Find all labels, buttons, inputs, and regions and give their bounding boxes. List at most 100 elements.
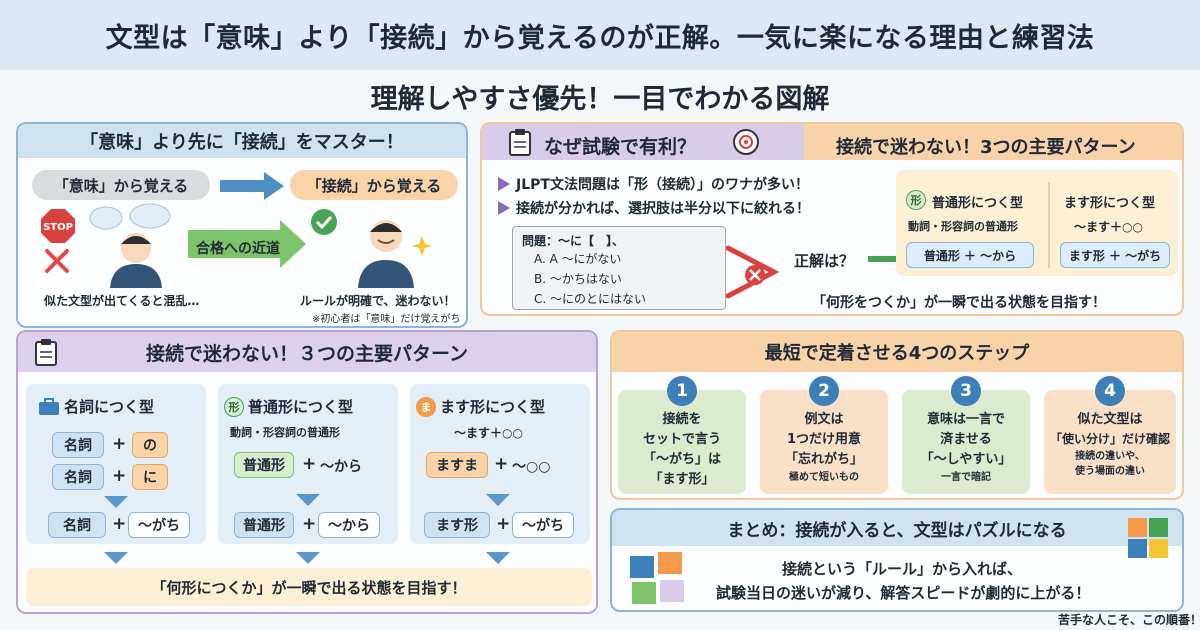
gachi-box: 〜がち [128, 512, 190, 538]
step-line: 極めて短いもの [789, 472, 859, 484]
plus-sign: + [112, 514, 127, 534]
bullet-arrow-icon [498, 200, 510, 219]
plain-pattern-sub: 動詞・形容詞の普通形 [230, 426, 340, 439]
beginner-note: ※初心者は「意味」だけ覚えがち [312, 314, 461, 325]
step-number: 2 [809, 376, 839, 406]
option-b: B. 〜かちはない [534, 272, 622, 286]
panel-summary: まとめ：接続が入ると、文型はパズルになる 接続という「ルール」から入れば、 試験… [610, 508, 1184, 612]
masu-result-box: ます形 [424, 512, 490, 538]
noun-pattern-title: 名詞につく型 [64, 398, 155, 416]
step-line: 例文は [804, 412, 844, 427]
plus-sign: + [112, 466, 127, 486]
panel-four-steps: 最短で定着させる4つのステップ 1 接続を セットで言う 「〜がち」は 「ます形… [610, 330, 1184, 500]
panel-connection-first: 「意味」より先に「接続」をマスター！ 「意味」から覚える 「接続」から覚える S… [16, 122, 468, 328]
patterns-heading: 接続で迷わない！3つの主要パターン [836, 137, 1136, 158]
noun-pattern-header: 名詞につく型 [38, 396, 154, 417]
form-badge-icon: 形 [224, 396, 244, 417]
step-card-1: 1 接続を セットで言う 「〜がち」は 「ます形」 [618, 376, 746, 494]
page-title: 文型は「意味」より「接続」から覚えるのが正解。一気に楽になる理由と練習法 [0, 0, 1200, 70]
step-line: 「〜しやすい」 [920, 452, 1012, 468]
summary-heading: まとめ：接続が入ると、文型はパズルになる [612, 510, 1182, 546]
plain-form-box: 普通形 [234, 452, 294, 478]
check-mark-icon [310, 208, 338, 240]
step-line: セットで言う [642, 432, 721, 448]
step-line: 使う場面の違い [1075, 466, 1145, 478]
noun-box: 名詞 [52, 464, 104, 490]
question-card [512, 226, 726, 310]
plus-sign: + [496, 514, 511, 534]
summary-line-1: 接続という「ルール」から入れば、 [782, 560, 1023, 578]
down-arrow-icon [104, 552, 128, 564]
exam-bullet-1: JLPT文法問題は「形（接続）」のワナが多い！ [516, 177, 809, 193]
down-arrow-icon [104, 496, 128, 508]
puzzle-icon [1126, 516, 1170, 564]
step-card-4: 4 似た文型は 「使い分け」だけ確認 接続の違いや、 使う場面の違い [1044, 376, 1176, 494]
connection-pill: 「接続」から覚える [290, 170, 458, 200]
kara-text: 〜から [320, 459, 362, 475]
particle-no-box: の [132, 432, 168, 458]
pattern-goal: 「何形をつくか」が一瞬で出る状態を目指す！ [812, 295, 1106, 311]
down-arrow-icon [296, 552, 320, 564]
exam-bullet-2: 接続が分かれば、選択肢は半分以下に絞れる！ [516, 201, 810, 217]
step-line: 接続の違いや、 [1075, 450, 1145, 462]
step-line: 「ます形」 [649, 472, 715, 488]
three-patterns-goal: 「何形につくか」が一瞬で出る状態を目指す！ [26, 568, 592, 606]
card-divider [1048, 182, 1050, 268]
four-steps-heading: 最短で定着させる4つのステップ [612, 332, 1182, 372]
kara-result-box: 〜から [318, 512, 380, 538]
clipboard-icon [34, 338, 58, 370]
question-text: 問題：〜に【 】、 [522, 234, 625, 248]
masu-badge-icon: ま [416, 396, 436, 417]
confusion-caption: 似た文型が出てくると混乱… [44, 294, 200, 308]
bullet-arrow-icon [498, 176, 510, 195]
step-line: 意味は一言で [926, 412, 1005, 427]
plus-sign: + [302, 514, 317, 534]
briefcase-icon [39, 397, 59, 415]
plain-pattern-header: 形 普通形につく型 [224, 396, 353, 417]
shortcut-arrow [188, 220, 306, 272]
panel-connection-first-heading: 「意味」より先に「接続」をマスター！ [18, 124, 466, 158]
step-line: 「〜がち」は [642, 452, 721, 468]
plain-form-title: 普通形につく型 [932, 196, 1024, 211]
masu-pattern-sub: 〜ます＋○○ [454, 426, 523, 440]
step-card-2: 2 例文は 1つだけ用意 「忘れがち」 極めて短いもの [760, 376, 888, 494]
wrong-circle-icon [744, 264, 766, 290]
masu-stem-box: ますま [426, 452, 488, 478]
masu-form-box: ます形 ＋ 〜がち [1060, 242, 1170, 268]
down-arrow-icon [296, 494, 320, 506]
puzzle-pieces-icon [626, 550, 690, 610]
step-line: 1つだけ用意 [786, 432, 862, 448]
page-subtitle: 理解しやすさ優先！一目でわかる図解 [370, 83, 830, 115]
summary-line-2: 試験当日の迷いが減り、解答スピードが劇的に上がる！ [716, 584, 1091, 602]
option-c: C. 〜にのとにはない [534, 292, 647, 306]
svg-text:STOP: STOP [43, 222, 73, 233]
plain-result-box: 普通形 [234, 512, 294, 538]
right-arrow-icon [220, 172, 284, 204]
stop-sign-icon: STOP [40, 208, 76, 248]
masu-pattern-title: ます形につく型 [440, 398, 546, 416]
step-line: 済ませる [940, 432, 992, 448]
plain-pattern-title: 普通形につく型 [248, 398, 354, 416]
footer-note: 苦手な人こそ、この順番！ [1058, 613, 1200, 627]
plus-sign: + [302, 454, 317, 474]
down-arrow-icon [486, 552, 510, 564]
masu-form-title: ます形につく型 [1064, 196, 1156, 211]
patterns-heading-bar [804, 124, 1182, 160]
panel-exam-advantage: なぜ試験で有利？ 接続で迷わない！3つの主要パターン JLPT文法問題は「形（接… [480, 122, 1184, 316]
cross-mark-icon [44, 248, 70, 278]
plus-sign: + [494, 454, 509, 474]
answer-label: 正解は？ [794, 252, 855, 270]
step-number: 1 [667, 376, 697, 406]
particle-ni-box: に [132, 464, 168, 490]
option-a: A. A 〜にがない [534, 252, 622, 266]
three-patterns-heading: 接続で迷わない！３つの主要パターン [18, 332, 596, 372]
step-line: 接続を [662, 412, 702, 427]
plain-form-box: 普通形 ＋ 〜から [906, 242, 1034, 268]
plus-sign: + [112, 434, 127, 454]
panel-three-patterns: 接続で迷わない！３つの主要パターン 名詞につく型 名詞 + の 名詞 + に 名… [16, 330, 598, 614]
step-line: 一言で暗記 [941, 472, 991, 484]
form-badge-icon: 形 [906, 190, 926, 210]
masu-suffix-text: 〜○○ [512, 459, 551, 475]
down-arrow-icon [486, 494, 510, 506]
step-card-3: 3 意味は一言で 済ませる 「〜しやすい」 一言で暗記 [902, 376, 1030, 494]
